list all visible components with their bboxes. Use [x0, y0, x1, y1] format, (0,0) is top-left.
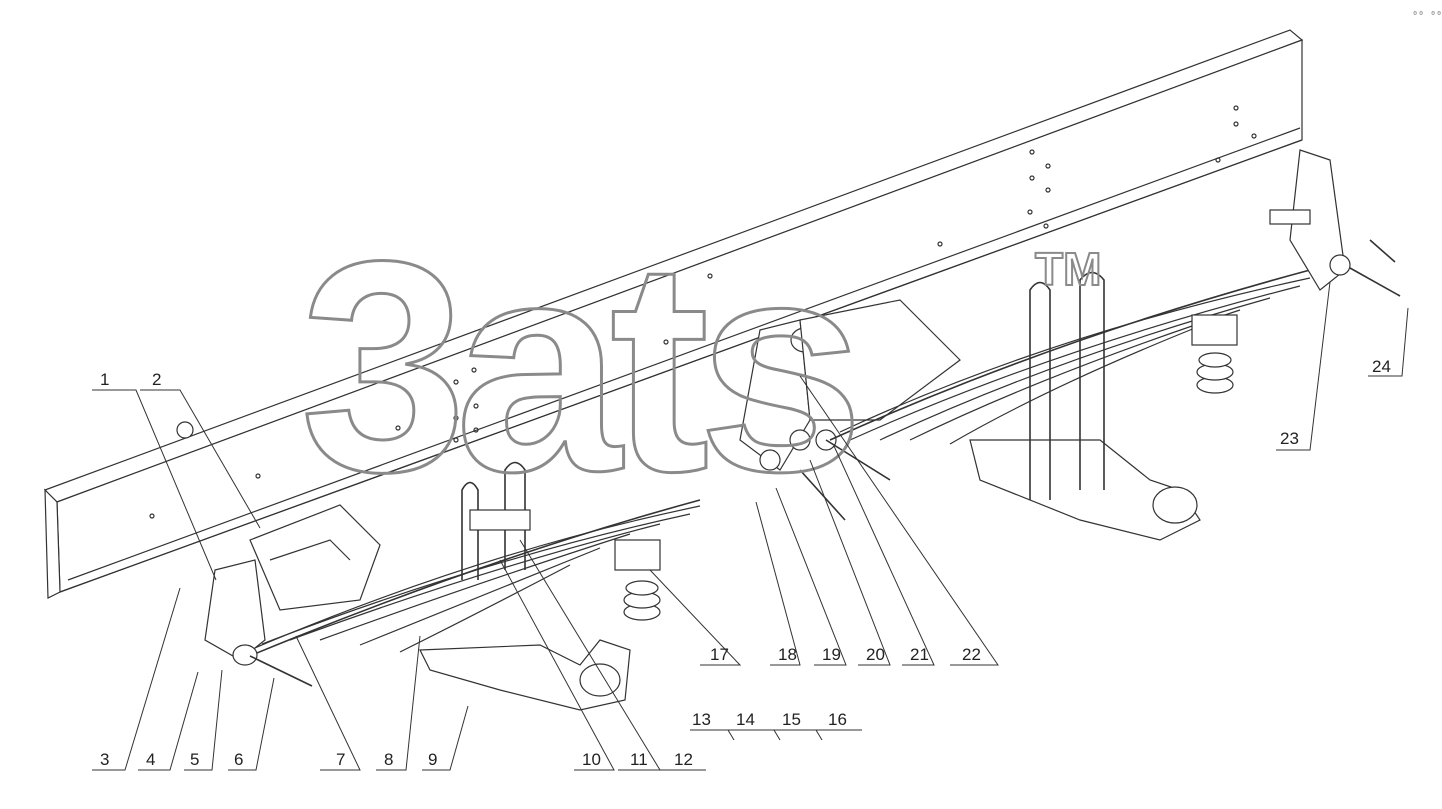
front-spring-bracket: [204, 559, 313, 687]
callout-22: 22: [962, 645, 981, 664]
watermark: 3ats TM: [299, 197, 1103, 536]
front-u-bolts: [461, 461, 531, 580]
balancer-bracket: [739, 299, 961, 521]
callout-4: 4: [146, 750, 155, 769]
svg-text:TM: TM: [1035, 243, 1101, 295]
front-cross-member: [249, 504, 381, 611]
callout-19: 19: [822, 645, 841, 664]
callout-24: 24: [1372, 357, 1391, 376]
rear-axle-beam: [969, 439, 1201, 541]
rear-u-bolts: [1029, 271, 1105, 500]
callout-6: 6: [234, 750, 243, 769]
callout-labels: 1 2 3 4 5 6 7 8 9 10 11 12 13 14 15 16 1…: [100, 357, 1391, 769]
callout-5: 5: [190, 750, 199, 769]
frame-holes: [149, 105, 1257, 519]
rear-spring-bracket: [1269, 149, 1401, 297]
callout-15: 15: [782, 710, 801, 729]
callout-13: 13: [692, 710, 711, 729]
callout-11: 11: [630, 750, 648, 769]
callout-20: 20: [866, 645, 885, 664]
callout-17: 17: [710, 645, 729, 664]
callout-7: 7: [336, 750, 345, 769]
front-axle-beam: [419, 639, 631, 711]
frame-hook: [176, 421, 194, 439]
callout-12: 12: [674, 750, 693, 769]
svg-text:3ats: 3ats: [300, 198, 852, 534]
callout-14: 14: [736, 710, 755, 729]
callout-2: 2: [152, 370, 161, 389]
callout-8: 8: [384, 750, 393, 769]
callout-3: 3: [100, 750, 109, 769]
callout-10: 10: [582, 750, 601, 769]
frame-side-rail: [43, 29, 1304, 599]
callout-1: 1: [100, 370, 109, 389]
callout-18: 18: [778, 645, 797, 664]
front-rubber-buffer: [614, 539, 661, 621]
front-leaf-spring: [239, 499, 701, 661]
leader-lines: [92, 281, 1409, 771]
rear-rubber-buffer: [1191, 314, 1238, 394]
corner-mark: ₀₀ ₀₀₀: [1412, 7, 1442, 18]
callout-16: 16: [828, 710, 847, 729]
callout-23: 23: [1280, 429, 1299, 448]
callout-9: 9: [428, 750, 437, 769]
callout-21: 21: [910, 645, 929, 664]
